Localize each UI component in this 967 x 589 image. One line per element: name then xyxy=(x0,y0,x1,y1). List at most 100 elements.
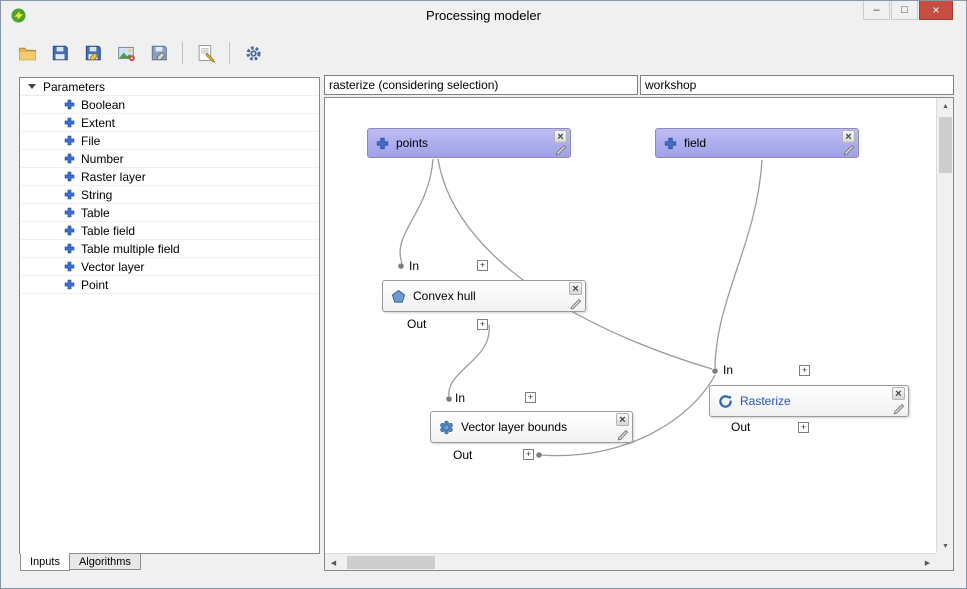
vector-bounds-out-expand[interactable]: + xyxy=(523,449,534,460)
tree-item-string[interactable]: String xyxy=(20,186,319,204)
tree-item-table-field[interactable]: Table field xyxy=(20,222,319,240)
connection-field-to-rasterize xyxy=(714,159,763,369)
convex-hull-out-label: Out xyxy=(407,317,427,331)
scrollbar-corner xyxy=(936,553,953,570)
vertical-scrollbar-thumb[interactable] xyxy=(939,117,952,173)
qgis-logo-icon xyxy=(11,8,26,23)
rasterize-icon xyxy=(718,394,733,409)
model-group-input[interactable] xyxy=(640,75,954,95)
parameter-plus-icon xyxy=(664,137,677,150)
node-label: Rasterize xyxy=(740,394,791,408)
tree-item-table-multiple-field[interactable]: Table multiple field xyxy=(20,240,319,258)
vertical-scrollbar[interactable]: ▲ ▼ xyxy=(936,98,953,555)
tree-item-raster-layer[interactable]: Raster layer xyxy=(20,168,319,186)
maximize-button[interactable]: □ xyxy=(891,1,918,20)
delete-node-button[interactable]: × xyxy=(842,130,855,143)
toolbar-separator xyxy=(229,42,230,64)
horizontal-scrollbar[interactable]: ◀ ▶ xyxy=(325,553,936,570)
add-parameter-icon xyxy=(64,243,75,254)
tree-item-vector-layer[interactable]: Vector layer xyxy=(20,258,319,276)
save-model-as-button[interactable] xyxy=(79,39,107,67)
edit-node-button[interactable] xyxy=(842,144,855,157)
open-model-button[interactable] xyxy=(13,39,41,67)
edit-node-button[interactable] xyxy=(616,429,629,442)
pencil-icon xyxy=(893,403,905,415)
delete-node-button[interactable]: × xyxy=(616,413,629,426)
rasterize-out-label: Out xyxy=(731,420,751,434)
edit-node-button[interactable] xyxy=(554,144,567,157)
minimize-button[interactable]: – xyxy=(863,1,890,20)
model-canvas[interactable]: points × field × In + Convex hull × Out … xyxy=(324,97,954,571)
convex-hull-icon xyxy=(391,289,406,304)
tree-item-table[interactable]: Table xyxy=(20,204,319,222)
node-label: Convex hull xyxy=(413,289,476,303)
connection-anchor xyxy=(536,452,542,458)
connection-anchor xyxy=(398,263,404,269)
edit-node-button[interactable] xyxy=(569,298,582,311)
model-name-input[interactable] xyxy=(324,75,638,95)
titlebar[interactable]: Processing modeler – □ × xyxy=(1,1,966,31)
export-script-icon xyxy=(151,45,167,61)
tree-item-number[interactable]: Number xyxy=(20,150,319,168)
add-parameter-icon xyxy=(64,99,75,110)
edit-node-button[interactable] xyxy=(892,403,905,416)
tree-root-parameters[interactable]: Parameters xyxy=(20,78,319,96)
scroll-up-arrow[interactable]: ▲ xyxy=(942,103,949,110)
convex-hull-in-expand[interactable]: + xyxy=(477,260,488,271)
parameter-plus-icon xyxy=(376,137,389,150)
algorithm-node-rasterize[interactable]: Rasterize × xyxy=(709,385,909,417)
rasterize-in-expand[interactable]: + xyxy=(799,365,810,376)
connection-convexhull-to-vectorbounds xyxy=(448,324,490,397)
tree-item-label: Table field xyxy=(81,223,136,238)
convex-hull-out-expand[interactable]: + xyxy=(477,319,488,330)
edit-model-help-button[interactable] xyxy=(192,39,220,67)
algorithm-node-convex-hull[interactable]: Convex hull × xyxy=(382,280,586,312)
export-as-image-button[interactable] xyxy=(112,39,140,67)
add-parameter-icon xyxy=(64,261,75,272)
run-gear-icon xyxy=(245,45,261,61)
tab-inputs[interactable]: Inputs xyxy=(20,553,70,571)
toolbar-separator xyxy=(182,42,183,64)
vector-bounds-icon xyxy=(439,420,454,435)
expander-icon[interactable] xyxy=(28,84,36,89)
rasterize-out-expand[interactable]: + xyxy=(798,422,809,433)
add-parameter-icon xyxy=(64,189,75,200)
vector-bounds-out-label: Out xyxy=(453,448,473,462)
input-node-field[interactable]: field × xyxy=(655,128,859,158)
delete-node-button[interactable]: × xyxy=(892,387,905,400)
tree-item-extent[interactable]: Extent xyxy=(20,114,319,132)
rasterize-in-label: In xyxy=(723,363,734,377)
open-folder-icon xyxy=(18,47,36,60)
tab-algorithms[interactable]: Algorithms xyxy=(68,553,141,570)
algorithm-node-vector-layer-bounds[interactable]: Vector layer bounds × xyxy=(430,411,633,443)
add-parameter-icon xyxy=(64,279,75,290)
export-as-script-button[interactable] xyxy=(145,39,173,67)
input-node-points[interactable]: points × xyxy=(367,128,571,158)
tree-item-boolean[interactable]: Boolean xyxy=(20,96,319,114)
toolbar xyxy=(13,37,267,69)
save-as-icon xyxy=(85,45,101,61)
tree-item-file[interactable]: File xyxy=(20,132,319,150)
horizontal-scrollbar-thumb[interactable] xyxy=(347,556,435,569)
tree-item-label: File xyxy=(81,133,101,148)
add-parameter-icon xyxy=(64,207,75,218)
delete-node-button[interactable]: × xyxy=(569,282,582,295)
close-button[interactable]: × xyxy=(919,1,953,20)
tree-item-label: Vector layer xyxy=(81,259,145,274)
window-title: Processing modeler xyxy=(426,8,541,23)
run-model-button[interactable] xyxy=(239,39,267,67)
connection-points-to-convexhull xyxy=(399,158,434,264)
scroll-right-arrow[interactable]: ▶ xyxy=(924,559,931,567)
pencil-icon xyxy=(555,144,567,156)
vector-bounds-in-expand[interactable]: + xyxy=(525,392,536,403)
connection-vectorbounds-to-rasterize xyxy=(540,374,716,457)
delete-node-button[interactable]: × xyxy=(554,130,567,143)
save-model-button[interactable] xyxy=(46,39,74,67)
scroll-down-arrow[interactable]: ▼ xyxy=(942,543,949,550)
tree-item-point[interactable]: Point xyxy=(20,276,319,294)
tree-item-label: Extent xyxy=(81,115,116,130)
add-parameter-icon xyxy=(64,153,75,164)
tree-root-label: Parameters xyxy=(43,79,106,94)
pencil-icon xyxy=(570,298,582,310)
scroll-left-arrow[interactable]: ◀ xyxy=(330,559,337,567)
